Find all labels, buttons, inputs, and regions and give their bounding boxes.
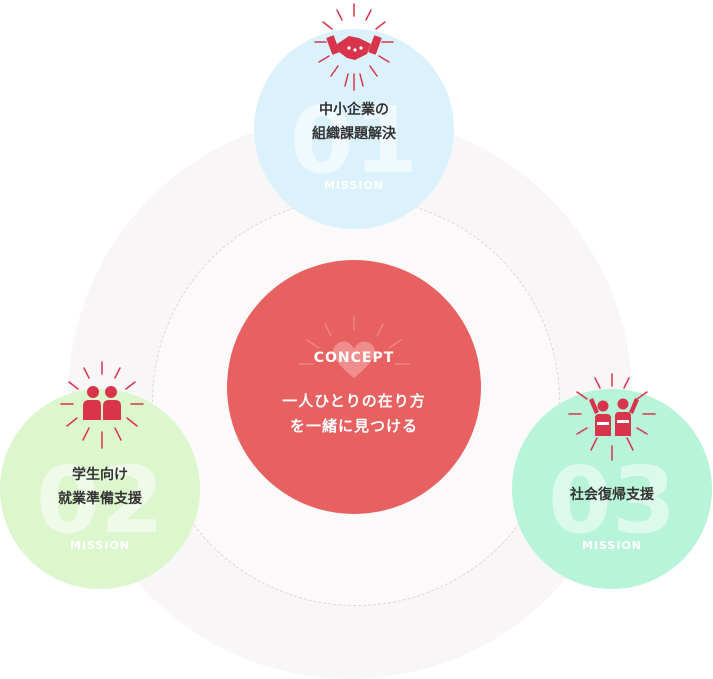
mission-number: 02 [35,447,165,554]
concept-circle: CONCEPT 一人ひとりの在り方 を一緒に見つける [227,260,481,514]
mission-circle-02: 02 学生向け 就業準備支援 MISSION [0,389,200,589]
mission-number: 03 [547,447,677,554]
mission-circle-03: 03 社会復帰支援 MISSION [512,389,712,589]
mission-circle-01: 01 中小企業の 組織課題解決 MISSION [254,29,454,229]
mission-caption: MISSION [323,179,385,192]
mission-title-line2: 組織課題解決 [312,126,396,142]
handshake-icon [314,3,394,91]
concept-text-line1: 一人ひとりの在り方 [282,392,426,410]
mission-title-line1: 中小企業の [319,102,389,118]
concept-label: CONCEPT [313,350,395,366]
mission-title-line2: 就業準備支援 [58,491,142,507]
celebration-icon [568,373,656,461]
mission-title-line1: 学生向け [72,467,128,483]
mission-caption: MISSION [69,539,131,552]
heart-icon [298,315,410,378]
mission-caption: MISSION [581,539,643,552]
mission-title: 社会復帰支援 [512,483,712,507]
mission-title: 学生向け 就業準備支援 [0,463,200,511]
mission-number: 01 [289,87,419,194]
mission-title: 中小企業の 組織課題解決 [254,98,454,146]
mission-title-line1: 社会復帰支援 [570,487,654,503]
students-icon [60,361,144,449]
concept-text-line2: を一緒に見つける [289,417,418,435]
